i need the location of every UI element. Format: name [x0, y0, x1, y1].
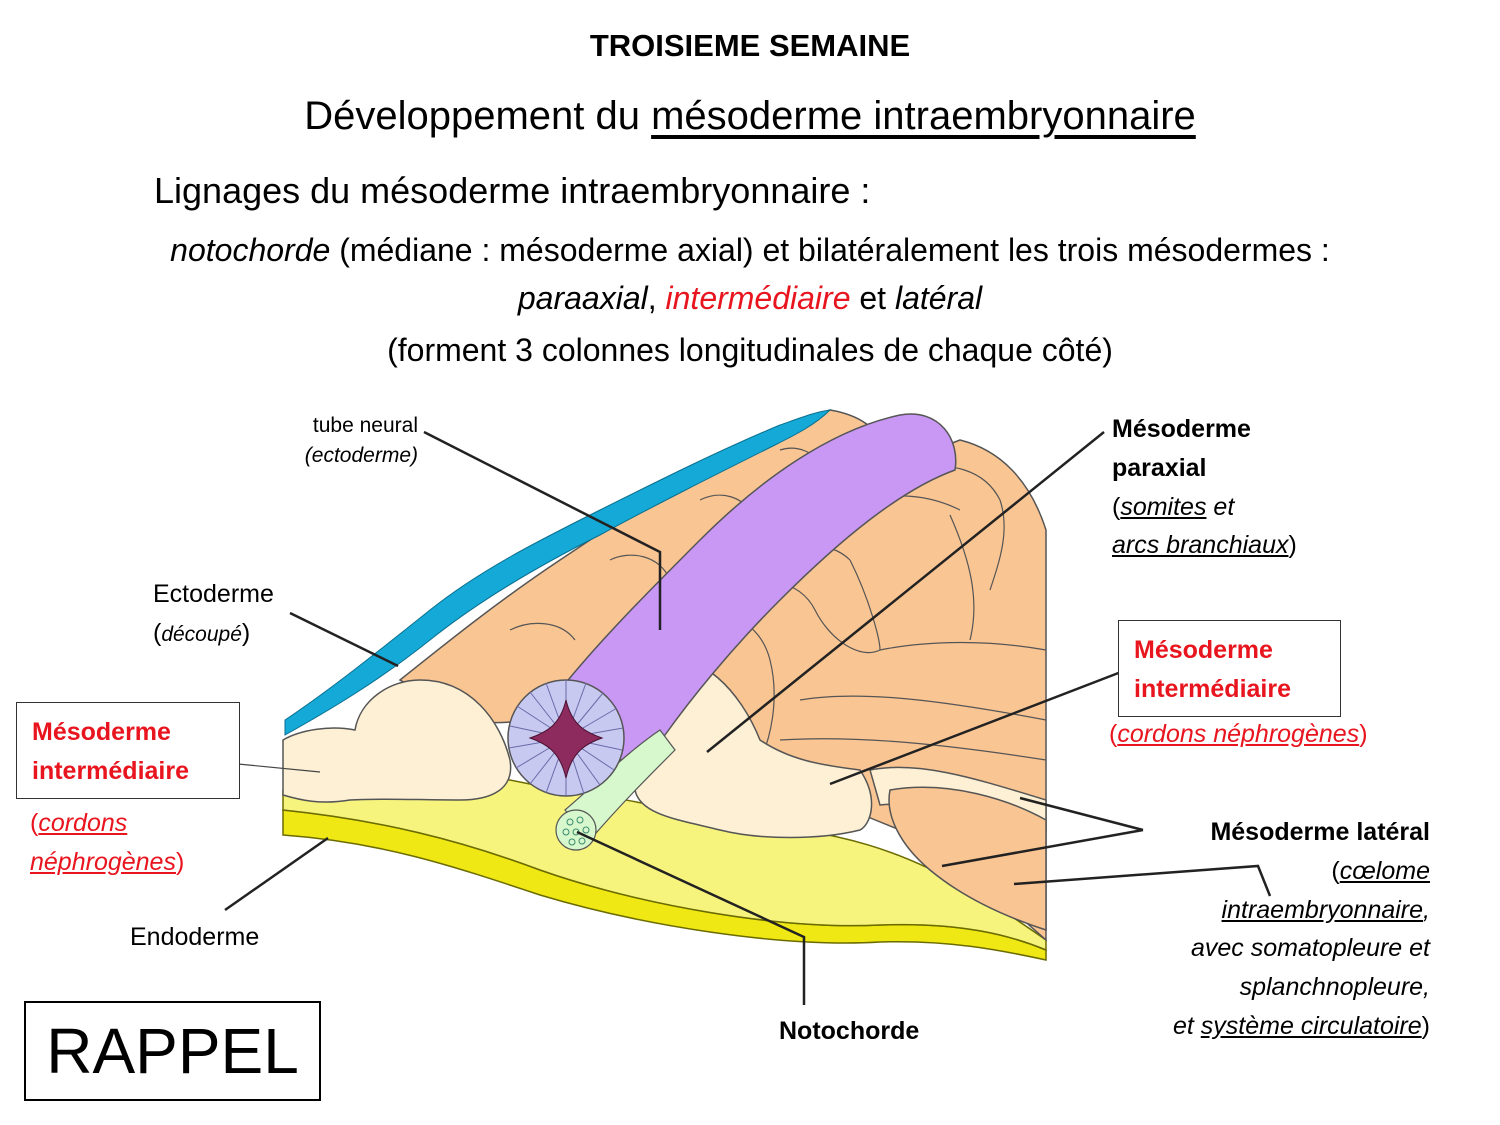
neural-lumen	[528, 699, 604, 779]
leader-ectoderm	[289, 611, 399, 668]
leader-endoderm	[224, 836, 329, 912]
lineage-line-3: (forment 3 colonnes longitudinales de ch…	[387, 332, 1113, 368]
neural-tube-sublabel: (ectoderme)	[304, 444, 418, 468]
paraxial-label: Mésoderme paraxial (somites et arcs bran…	[1112, 415, 1297, 560]
somites-term: somites	[1120, 492, 1207, 521]
intermediate-right-sublabel: (cordons néphrogènes)	[1109, 720, 1368, 748]
lateral-term: latéral	[894, 280, 983, 316]
intermediate-left-sublabel: (cordons néphrogènes)	[30, 809, 185, 876]
leader-paraxial	[706, 431, 1105, 753]
intraembryonic-term: intraembryonnaire	[1221, 895, 1424, 924]
notochord-section	[555, 809, 597, 851]
intermediate-right-label: Mésoderme intermédiaire	[1134, 636, 1292, 703]
intermediate-mesoderm-left	[282, 679, 512, 803]
intermediate-left-label: Mésoderme intermédiaire	[32, 718, 190, 785]
lineage-heading: Lignages du mésoderme intraembryonnaire …	[154, 170, 871, 211]
intermediate-right-box	[1118, 620, 1341, 717]
paraxial-term: paraaxial	[517, 280, 648, 316]
lineage-line-1: notochorde (médiane : mésoderme axial) e…	[0, 232, 1500, 269]
week-title: TROISIEME SEMAINE	[589, 28, 911, 63]
leader-intermediate-left	[237, 763, 321, 773]
endoderm-label: Endoderme	[130, 923, 260, 951]
notochord-label: Notochorde	[779, 1017, 920, 1045]
lateral-mesoderm-lower	[888, 786, 1047, 932]
page-subtitle: Développement du mésoderme intraembryonn…	[0, 94, 1500, 139]
subtitle-prefix: Développement du	[304, 94, 652, 138]
circulatory-system-term: système circulatoire	[1200, 1011, 1422, 1040]
neural-tube-body	[559, 413, 957, 765]
notochord-term: notochorde	[170, 232, 331, 268]
leader-coelome	[1013, 864, 1272, 897]
leader-neural-tube	[423, 430, 662, 630]
lineage-line-2: paraaxial, intermédiaire et latéral	[517, 280, 983, 316]
coelome-term: cœlome	[1339, 856, 1430, 885]
lateral-label: Mésoderme latéral (cœlome intraembryonna…	[1172, 818, 1430, 1040]
leader-lateral-2	[941, 828, 1144, 868]
leader-lines	[224, 430, 1272, 1005]
ectoderm-label: Ectoderme (découpé)	[153, 580, 274, 647]
ectoderm-strip	[284, 409, 832, 736]
subtitle-underlined: mésoderme intraembryonnaire	[651, 94, 1196, 138]
leader-lateral-1	[1019, 796, 1144, 832]
rappel-box: RAPPEL	[24, 1001, 321, 1101]
intermediate-term: intermédiaire	[665, 280, 851, 316]
branchial-arches-term: arcs branchiaux	[1112, 531, 1289, 560]
leader-notochord	[576, 830, 806, 1005]
line1-rest: (médiane : mésoderme axial) et bilatéral…	[330, 232, 1330, 268]
neural-tube-label: tube neural (ectoderme)	[304, 414, 418, 468]
leader-intermediate-right	[829, 670, 1122, 786]
intermediate-left-box	[16, 702, 240, 799]
ectoderm-sublabel: découpé	[161, 622, 242, 646]
